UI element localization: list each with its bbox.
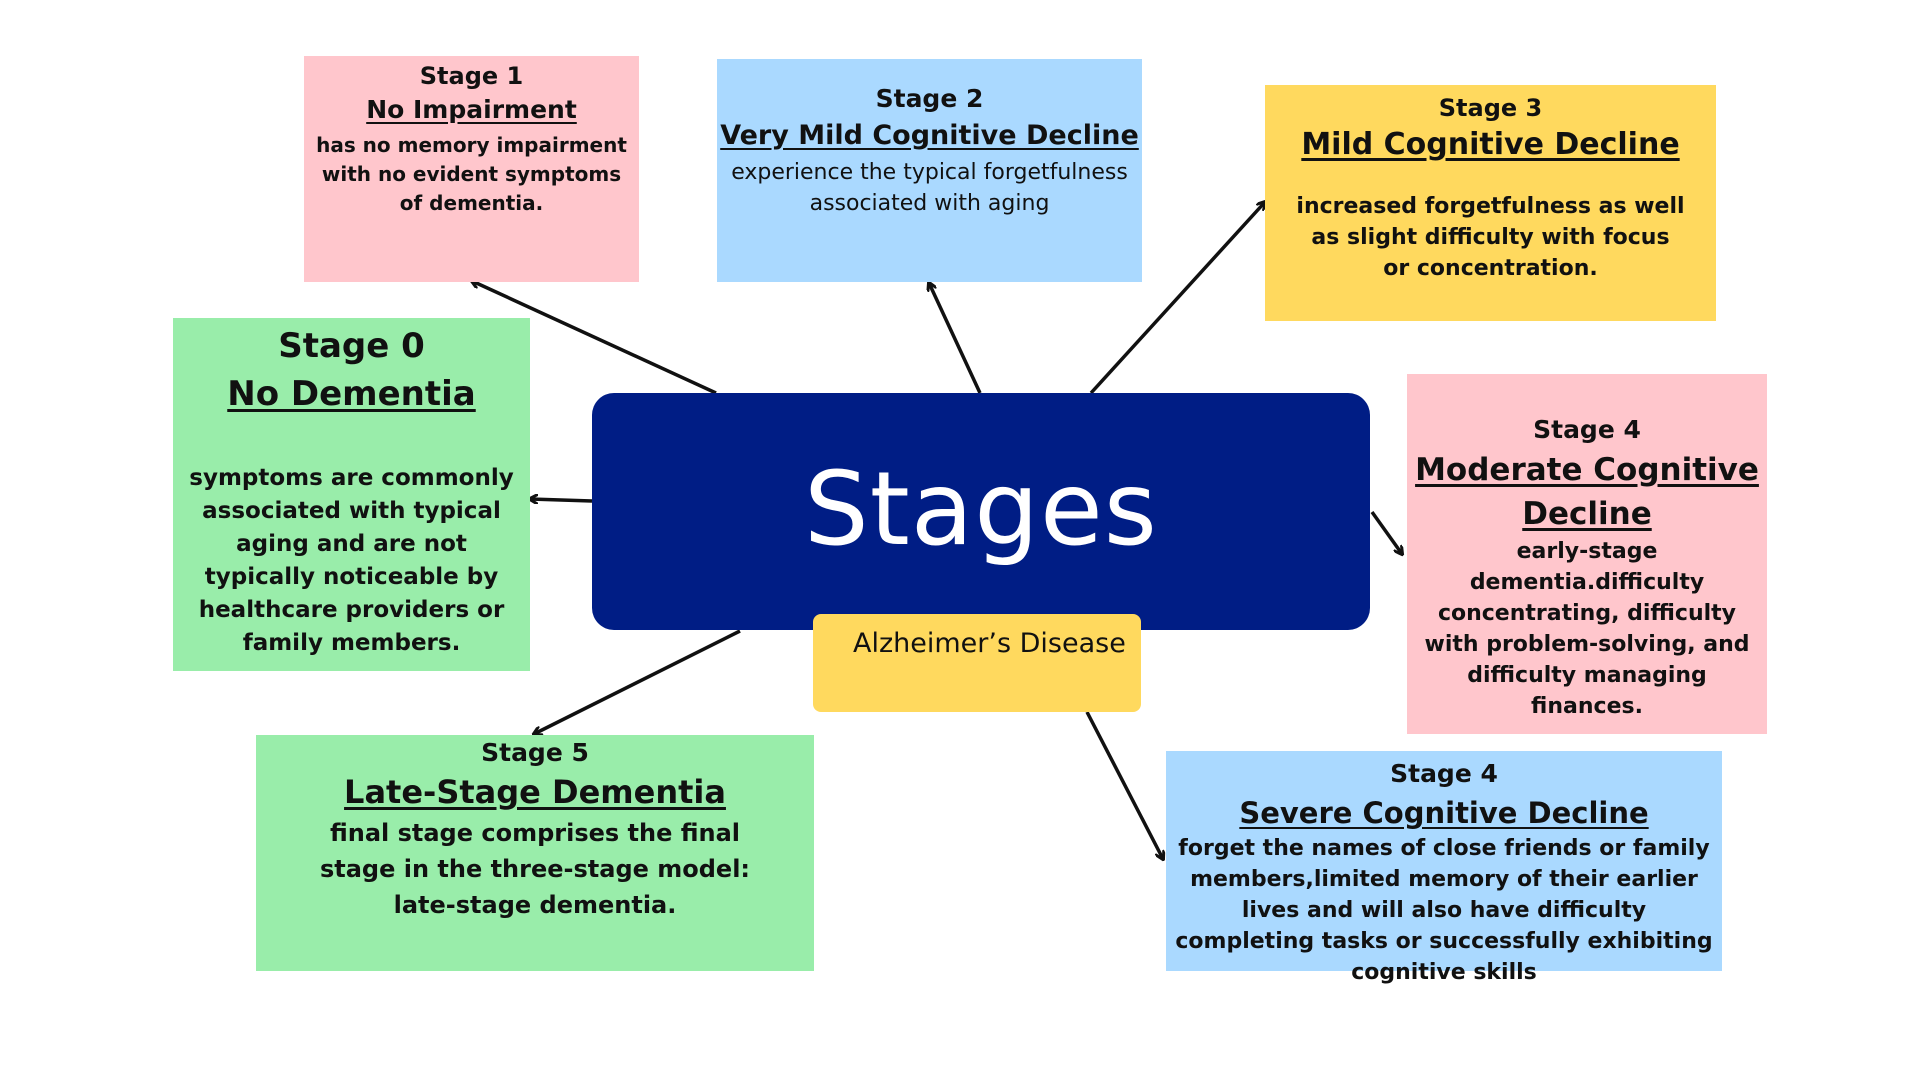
stage-5-box: Stage 5 Late-Stage Dementia final stage …	[256, 735, 814, 971]
stage-2-box: Stage 2 Very Mild Cognitive Decline expe…	[717, 59, 1142, 282]
stage-title: Very Mild Cognitive Decline	[720, 120, 1139, 151]
center-subtitle: Alzheimer’s Disease	[813, 614, 1141, 712]
arrow-to-stage3	[1089, 202, 1265, 395]
stage-label: Stage 4	[1390, 759, 1498, 788]
stage-label: Stage 3	[1438, 94, 1543, 122]
stage-label: Stage 2	[875, 84, 984, 113]
center-title: Stages	[804, 450, 1158, 569]
arrow-to-stage0	[530, 499, 593, 501]
stage-title: No Dementia	[227, 374, 476, 414]
stage-0-box: Stage 0 No Dementia symptoms are commonl…	[173, 318, 530, 671]
stage-3-box: Stage 3 Mild Cognitive Decline increased…	[1265, 85, 1716, 321]
arrow-to-stage4-severe	[1085, 711, 1163, 859]
stage-4-severe-box: Stage 4 Severe Cognitive Decline forget …	[1166, 751, 1722, 985]
stage-title: Moderate Cognitive Decline	[1415, 452, 1759, 532]
stage-description: final stage comprises the final stage in…	[319, 819, 751, 919]
stage-description: has no memory impairment with no evident…	[316, 133, 627, 215]
stage-title: No Impairment	[366, 95, 577, 124]
stage-title: Mild Cognitive Decline	[1301, 127, 1680, 162]
arrow-to-stage5	[534, 629, 741, 734]
stage-label: Stage 1	[419, 62, 524, 90]
stage-description: symptoms are commonly associated with ty…	[189, 465, 514, 656]
stage-description: increased forgetfulness as well as sligh…	[1296, 194, 1685, 281]
stage-description: experience the typical forgetfulness ass…	[731, 160, 1128, 216]
arrow-to-stage2	[929, 283, 982, 394]
center-node: Stages	[592, 393, 1370, 630]
stage-4-moderate-box: Stage 4 Moderate Cognitive Decline early…	[1407, 374, 1767, 734]
stage-description: forget the names of close friends or fam…	[1175, 836, 1713, 985]
arrow-to-stage1	[472, 281, 717, 395]
stage-label: Stage 4	[1533, 415, 1641, 444]
stage-1-box: Stage 1 No Impairment has no memory impa…	[304, 56, 639, 282]
stage-label: Stage 5	[481, 738, 589, 767]
stage-label: Stage 0	[278, 326, 425, 366]
arrow-to-stage4-moderate	[1370, 510, 1402, 554]
stage-description: early-stage dementia.difficulty concentr…	[1424, 539, 1750, 719]
stage-title: Late-Stage Dementia	[344, 773, 726, 811]
stage-title: Severe Cognitive Decline	[1239, 796, 1649, 830]
